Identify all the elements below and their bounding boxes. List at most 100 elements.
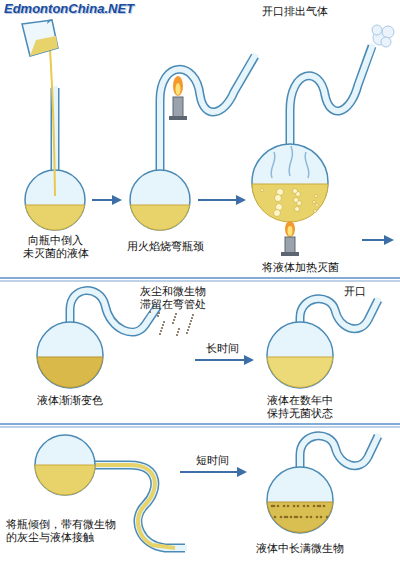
microbe: [316, 516, 319, 519]
flask: [267, 322, 333, 388]
dust-particle: [160, 330, 162, 332]
microbe: [283, 505, 286, 508]
flask: [37, 357, 103, 387]
steam-cloud: [381, 37, 391, 47]
callout-label: 开口: [344, 285, 366, 298]
flask: [92, 465, 185, 548]
step-caption: 液体在数年中 保持无菌状态: [261, 394, 339, 420]
arrow-label: 长时间: [206, 342, 239, 355]
dust-particle: [187, 329, 189, 331]
step-arrow: [92, 199, 120, 201]
microbe: [319, 505, 322, 508]
dust-particle: [157, 315, 159, 317]
dust-particle: [149, 311, 194, 336]
flask: [130, 54, 256, 230]
step-arrow: [92, 200, 392, 472]
beaker: [30, 36, 58, 56]
burner: [173, 97, 183, 117]
steam-cloud: [372, 25, 394, 47]
step-caption: 用火焰烧弯瓶颈: [127, 240, 204, 253]
bubble: [295, 207, 300, 212]
step-arrow: [198, 199, 244, 201]
step-caption: 向瓶中倒入 未灭菌的液体: [23, 234, 87, 260]
burner: [285, 237, 295, 253]
dust-particle: [172, 322, 174, 324]
microbe: [326, 516, 329, 519]
dust-particle: [158, 312, 160, 314]
dust-particle: [189, 323, 191, 325]
microbe: [277, 505, 280, 508]
burner: [281, 221, 299, 256]
dust-particle: [161, 327, 163, 329]
steam-cloud: [372, 25, 382, 35]
microbe: [320, 516, 323, 519]
flask: [25, 205, 84, 230]
flask: [289, 146, 292, 176]
bubble: [274, 210, 281, 217]
flask: [252, 184, 328, 222]
microbe: [273, 505, 276, 508]
dust-particle: [190, 320, 192, 322]
microbe: [296, 516, 299, 519]
dust-particle: [191, 317, 193, 319]
microbe: [300, 516, 303, 519]
step-caption: 将液体加热灭菌: [262, 261, 339, 274]
flask: [90, 465, 187, 548]
row-separator: [0, 278, 400, 427]
steam-cloud: [382, 26, 394, 38]
dust-particle: [173, 319, 175, 321]
bubble: [261, 189, 319, 217]
microbe: [280, 516, 283, 519]
microbe: [310, 516, 313, 519]
burner: [173, 76, 183, 96]
beaker: [22, 19, 58, 196]
bubble: [293, 189, 298, 194]
dust-particle: [186, 332, 188, 334]
step-caption: 将瓶倾倒，带有微生物 的灰尘与液体接触: [6, 518, 130, 544]
dust-particle: [192, 314, 194, 316]
microbe: [274, 516, 277, 519]
burner: [169, 116, 187, 120]
bubble: [313, 201, 316, 204]
callout-label: 灰尘和微生物 滞留在弯管处: [140, 285, 218, 311]
flask: [267, 298, 379, 388]
microbe: [271, 505, 329, 519]
burner: [176, 83, 181, 95]
flask: [37, 322, 103, 388]
flask: [305, 152, 309, 178]
flask: [271, 146, 309, 178]
beaker: [22, 20, 58, 56]
step-arrow: [180, 471, 245, 473]
flask: [35, 465, 95, 495]
microbe: [306, 516, 309, 519]
flask: [290, 44, 373, 150]
flask: [35, 435, 95, 495]
dust-particle: [162, 324, 164, 326]
flask: [290, 46, 372, 148]
bubble: [314, 210, 317, 213]
bubble: [275, 195, 282, 202]
bubble: [294, 198, 299, 203]
beaker: [47, 19, 53, 24]
flask: [300, 434, 379, 469]
microbe: [293, 505, 296, 508]
microbe: [290, 516, 293, 519]
step-caption: 液体中长满微生物: [256, 542, 344, 555]
bubble: [261, 189, 264, 192]
flask: [267, 357, 333, 387]
dust-particle: [178, 328, 180, 330]
bubble: [316, 204, 319, 207]
row-separator: [0, 281, 400, 282]
burner: [169, 76, 187, 120]
microbe: [313, 505, 316, 508]
arrow-label: 短时间: [196, 454, 229, 467]
microbe: [303, 505, 306, 508]
flask: [267, 434, 379, 533]
flask: [271, 152, 275, 178]
burner: [288, 226, 293, 236]
step-arrow: [195, 359, 252, 361]
flask: [130, 205, 189, 230]
row-separator: [0, 423, 400, 425]
dust-particle: [188, 326, 190, 328]
